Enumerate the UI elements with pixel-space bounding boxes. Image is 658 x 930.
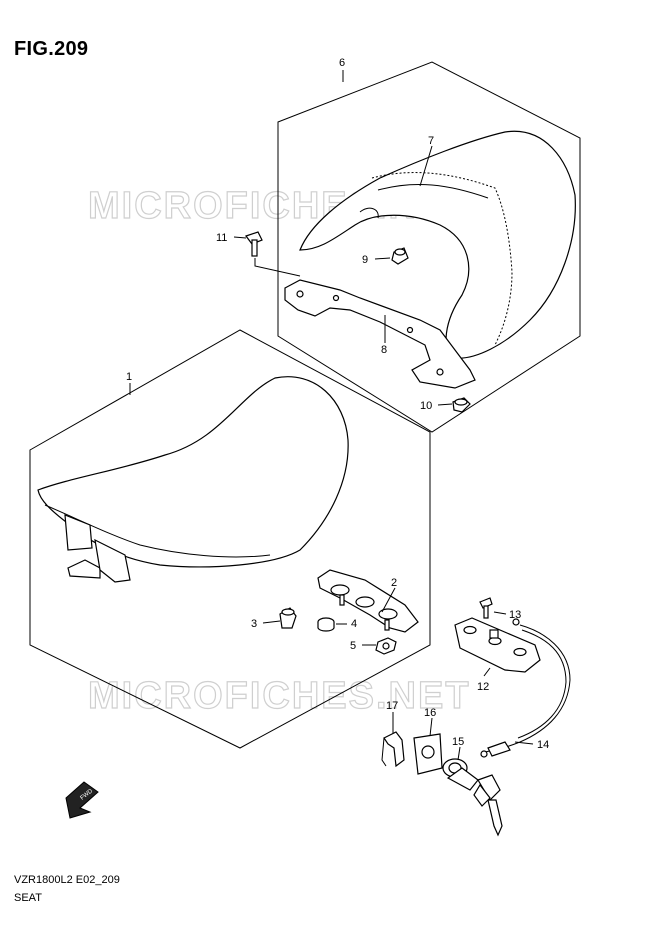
callout-1: 1 [126, 371, 132, 383]
seat-bracket-2 [317, 569, 419, 633]
clip-17 [381, 731, 405, 768]
leader-2 [381, 587, 396, 613]
nut-5 [375, 637, 397, 655]
seat-bracket-8 [284, 279, 476, 389]
leader-11 [233, 236, 247, 239]
group-box-1 [29, 329, 431, 749]
leader-7 [419, 145, 433, 187]
callout-11: 11 [216, 232, 227, 244]
callout-9: 9 [362, 254, 368, 266]
leader-9 [374, 257, 391, 260]
bolt-11 [245, 231, 263, 257]
callout-13: 13 [509, 609, 521, 621]
leader-14 [514, 741, 534, 745]
watermark-bottom: MICROFICHES.NET [88, 675, 471, 717]
callout-3: 3 [251, 618, 257, 630]
callout-14: 14 [537, 739, 549, 751]
callout-16: 16 [424, 707, 436, 719]
group-box-6 [277, 61, 581, 433]
callout-15: 15 [452, 736, 464, 748]
callout-10: 10 [420, 400, 432, 412]
figure-model-code: VZR1800L2 E02_209 [14, 874, 120, 886]
figure-name: SEAT [14, 892, 42, 904]
callout-2: 2 [391, 577, 397, 589]
leader-bolt-11 [254, 258, 301, 277]
callout-8: 8 [381, 344, 387, 356]
lock-plate-16 [413, 733, 443, 775]
front-seat [37, 376, 349, 583]
rubber-cushion-10 [452, 397, 471, 413]
leader-15 [457, 746, 461, 761]
leader-13 [493, 611, 507, 615]
callout-7: 7 [428, 135, 434, 147]
lock-bracket-12 [454, 617, 541, 673]
figure-title: FIG.209 [14, 38, 89, 60]
callout-5: 5 [350, 640, 356, 652]
seat-lock-cable-14 [480, 618, 571, 758]
callout-6: 6 [339, 57, 345, 69]
grommet-4 [317, 617, 335, 632]
nut-9 [391, 247, 409, 265]
screw-13 [479, 597, 493, 619]
forward-arrow-icon: FWD [65, 781, 99, 819]
leader-10 [437, 403, 453, 406]
cushion-3 [279, 607, 297, 629]
callout-17: 17 [386, 700, 398, 712]
seat-lock-15 [442, 758, 503, 837]
leader-16 [429, 717, 433, 737]
leader-3 [262, 620, 281, 624]
callout-12: 12 [477, 681, 489, 693]
callout-4: 4 [351, 618, 357, 630]
passenger-seat [299, 130, 576, 359]
leader-12 [483, 667, 491, 677]
